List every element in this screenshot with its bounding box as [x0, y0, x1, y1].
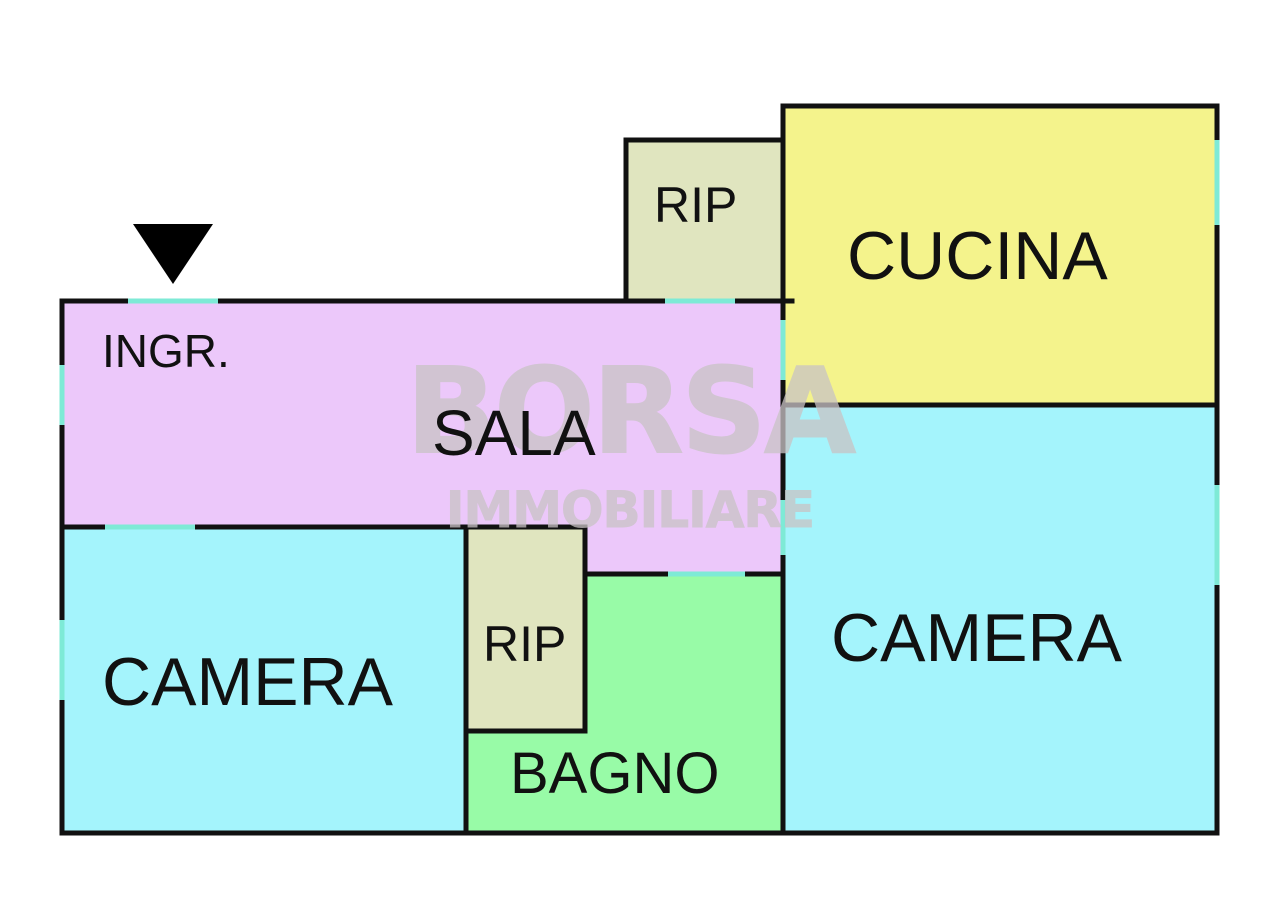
room-label-sala: SALA: [432, 397, 596, 469]
room-label-camera-right: CAMERA: [831, 600, 1123, 676]
sala-area: [62, 301, 783, 574]
ripostiglio-top-area: [626, 140, 783, 301]
room-label-ripostiglio-top: RIP: [654, 177, 737, 233]
cucina-area: [783, 106, 1217, 405]
watermark: BORSA IMMOBILIARE: [405, 341, 858, 540]
windows: [59, 140, 1220, 700]
camera-left-area: [62, 527, 466, 832]
room-label-bagno: BAGNO: [510, 741, 720, 806]
ripostiglio-center-area: [466, 527, 585, 731]
watermark-tagline: IMMOBILIARE: [446, 481, 814, 539]
room-label-ingresso: INGR.: [102, 325, 230, 377]
room-label-ripostiglio-center: RIP: [483, 616, 566, 672]
room-label-cucina: CUCINA: [847, 218, 1108, 294]
watermark-brand: BORSA: [406, 342, 855, 480]
down-triangle-icon: [133, 224, 213, 284]
room-fills: [62, 106, 1217, 832]
room-labels: INGR. SALA RIP CUCINA CAMERA CAMERA RIP …: [102, 177, 1123, 806]
camera-right-area: [783, 405, 1217, 832]
bagno-area: [466, 574, 783, 832]
room-label-camera-left: CAMERA: [102, 644, 394, 720]
